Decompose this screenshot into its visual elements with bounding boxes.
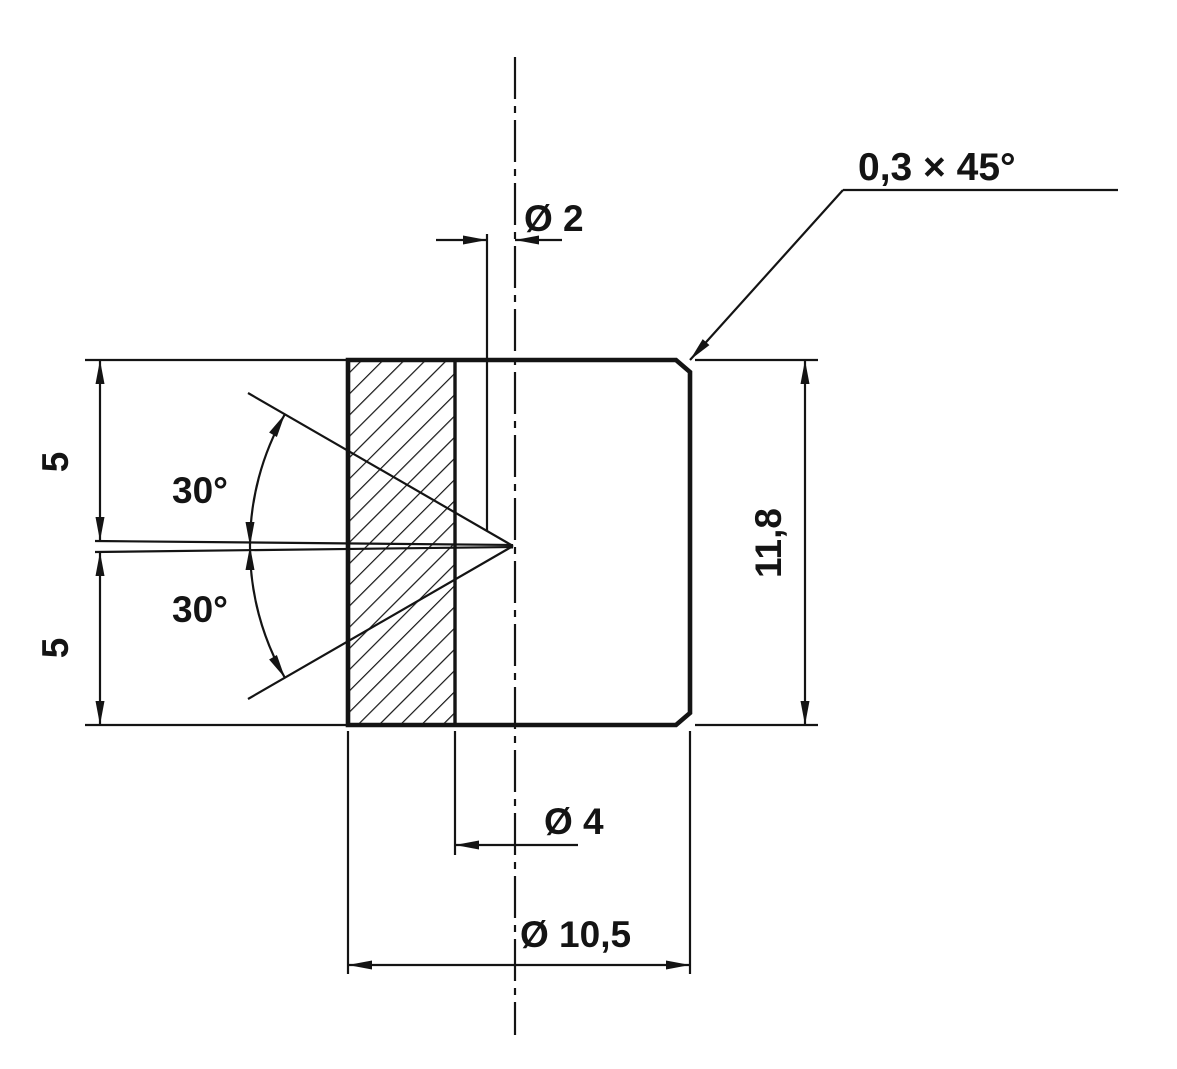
slot-lower-line: [94, 545, 514, 554]
label-height-11-8: 11,8: [748, 508, 789, 578]
label-angle-lower-30: 30°: [172, 589, 228, 630]
arrow-angle-lower-outer: [269, 654, 285, 678]
angle-upper-arc: [248, 413, 286, 547]
arrow-5-bottom: [95, 701, 105, 725]
arrow-chamfer-leader: [690, 339, 710, 360]
dimension-line-group: [85, 188, 1118, 974]
angle-lower-leg: [247, 545, 514, 700]
arrow-5-mid-upper: [95, 517, 105, 541]
arrow-118-bottom: [800, 701, 810, 725]
arrow-angle-lower-inner: [245, 546, 255, 570]
arrow-dia4: [455, 840, 479, 850]
label-height-5-lower: 5: [35, 638, 76, 659]
arrow-angle-upper-inner: [245, 522, 255, 546]
chamfer-leader-line: [689, 189, 844, 361]
label-dia-2: Ø 2: [524, 198, 584, 239]
angle-upper-leg: [247, 392, 514, 547]
label-dia-10-5: Ø 10,5: [520, 914, 631, 955]
label-height-5-upper: 5: [35, 452, 76, 473]
label-angle-upper-30: 30°: [172, 470, 228, 511]
arrow-dia105-left: [348, 960, 372, 970]
arrow-dia2-right: [515, 235, 539, 245]
arrow-angle-upper-outer: [269, 414, 285, 438]
label-chamfer: 0,3 × 45°: [858, 146, 1016, 189]
arrow-5-mid-lower: [95, 552, 105, 576]
arrow-dia2-left: [463, 235, 487, 245]
arrowhead-group: [95, 235, 810, 970]
arrow-dia105-right: [666, 960, 690, 970]
dimension-text-group: Ø 2 Ø 4 Ø 10,5 11,8 5 5 30° 30° 0,3 × 45…: [35, 146, 1016, 955]
label-dia-4: Ø 4: [544, 801, 604, 842]
arrow-5-top: [95, 360, 105, 384]
slot-upper-line: [94, 539, 514, 547]
arrow-118-top: [800, 360, 810, 384]
angle-lower-arc: [248, 545, 286, 679]
